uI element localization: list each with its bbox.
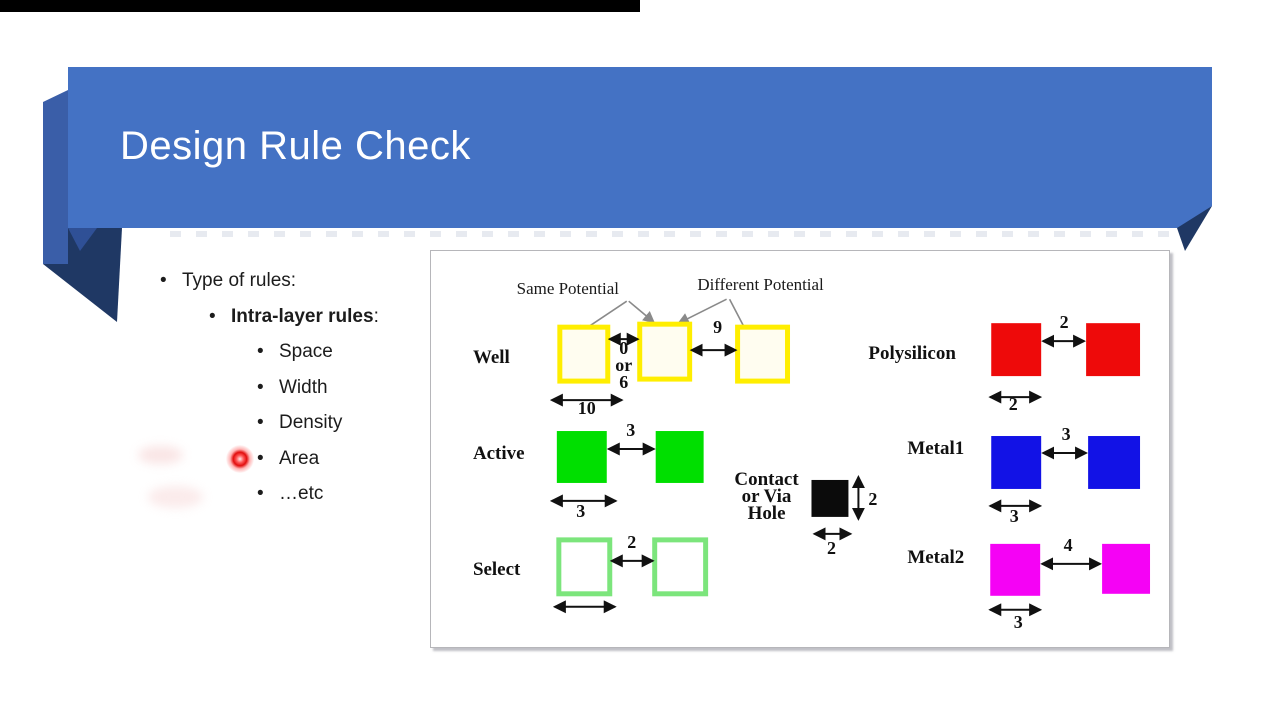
well-space-or: or bbox=[615, 355, 632, 375]
metal1-label: Metal1 bbox=[907, 438, 964, 459]
list-item: • Density bbox=[150, 405, 379, 441]
ribbon-fold-left-dark bbox=[43, 228, 122, 322]
metal2-width-value: 3 bbox=[1014, 612, 1023, 632]
select-rect bbox=[652, 537, 709, 597]
well-rect bbox=[557, 324, 611, 384]
bullet-marker: • bbox=[257, 376, 264, 398]
ribbon-fold-left-strip bbox=[43, 90, 68, 264]
ribbon-fold-left-chevron bbox=[68, 228, 97, 251]
letterbox-bar bbox=[0, 0, 640, 12]
list-item: • Type of rules: bbox=[150, 263, 379, 299]
ribbon-fold-right-dark bbox=[1177, 206, 1212, 251]
pointer-arrow bbox=[628, 300, 656, 324]
well-space-value: 0 bbox=[619, 338, 628, 358]
contact-label-line2: or Via bbox=[742, 486, 792, 507]
bullet-marker: • bbox=[257, 483, 264, 504]
list-item-text: Type of rules: bbox=[182, 270, 297, 291]
pointer-arrow bbox=[677, 298, 727, 324]
metal2-rect bbox=[990, 543, 1041, 596]
metal2-space-value: 4 bbox=[1064, 535, 1073, 555]
laser-pointer-dot bbox=[226, 445, 254, 473]
page-title: Design Rule Check bbox=[120, 124, 471, 168]
bullet-marker: • bbox=[209, 305, 216, 327]
active-rect bbox=[556, 431, 607, 483]
list-item-suffix: : bbox=[373, 305, 379, 327]
metal1-space-value: 3 bbox=[1062, 424, 1071, 444]
active-rect bbox=[655, 431, 704, 483]
bullet-marker: • bbox=[257, 447, 264, 469]
contact-height-value: 2 bbox=[868, 489, 877, 509]
active-space-value: 3 bbox=[626, 420, 635, 440]
active-label: Active bbox=[473, 443, 525, 464]
laser-pointer-trail bbox=[148, 486, 203, 508]
bullet-marker: • bbox=[257, 412, 264, 433]
well-diff-space-value: 9 bbox=[713, 317, 722, 337]
contact-rect bbox=[811, 479, 849, 517]
metal2-label: Metal2 bbox=[907, 547, 964, 568]
metal1-rect bbox=[991, 436, 1042, 489]
list-item-text: Width bbox=[279, 376, 328, 398]
design-rules-figure: Same Potential Different Potential Well … bbox=[430, 250, 1170, 648]
bullet-marker: • bbox=[257, 341, 264, 362]
select-label: Select bbox=[473, 559, 521, 580]
contact-label-line3: Hole bbox=[748, 503, 786, 524]
polysilicon-width-value: 2 bbox=[1009, 394, 1018, 414]
list-item: • …etc bbox=[150, 476, 379, 512]
list-item-text: …etc bbox=[279, 483, 324, 504]
list-item: • Width bbox=[150, 370, 379, 406]
well-rect bbox=[637, 321, 693, 382]
list-item: • Area bbox=[150, 441, 379, 477]
well-label: Well bbox=[473, 347, 510, 368]
metal1-rect bbox=[1088, 436, 1141, 489]
polysilicon-space-value: 2 bbox=[1060, 312, 1069, 332]
well-space-value: 6 bbox=[619, 372, 628, 392]
bullet-marker: • bbox=[160, 270, 167, 291]
laser-pointer-trail bbox=[138, 446, 183, 464]
contact-label-line1: Contact bbox=[734, 469, 799, 490]
active-width-value: 3 bbox=[576, 501, 585, 521]
polysilicon-rect bbox=[1086, 323, 1141, 377]
well-width-value: 10 bbox=[578, 398, 596, 418]
list-item: • Space bbox=[150, 334, 379, 370]
well-rect bbox=[735, 324, 791, 384]
list-item-text: Space bbox=[279, 341, 333, 362]
same-potential-label: Same Potential bbox=[517, 279, 620, 298]
select-space-value: 2 bbox=[627, 532, 636, 552]
metal1-width-value: 3 bbox=[1010, 506, 1019, 526]
metal2-rect bbox=[1102, 543, 1151, 594]
list-item-text-bold: Intra-layer rules bbox=[231, 305, 374, 327]
different-potential-label: Different Potential bbox=[697, 275, 824, 294]
bullet-list: • Type of rules: • Intra-layer rules: • Spa… bbox=[150, 263, 379, 512]
design-rules-diagram: Same Potential Different Potential Well … bbox=[473, 275, 1151, 632]
banner-shadow-dashes bbox=[170, 231, 1178, 237]
list-item-text: Density bbox=[279, 412, 343, 433]
polysilicon-label: Polysilicon bbox=[868, 343, 956, 364]
polysilicon-rect bbox=[991, 323, 1042, 377]
list-item: • Intra-layer rules: bbox=[150, 299, 379, 335]
contact-width-value: 2 bbox=[827, 538, 836, 558]
list-item-text: Area bbox=[279, 447, 320, 469]
select-rect bbox=[556, 537, 613, 597]
